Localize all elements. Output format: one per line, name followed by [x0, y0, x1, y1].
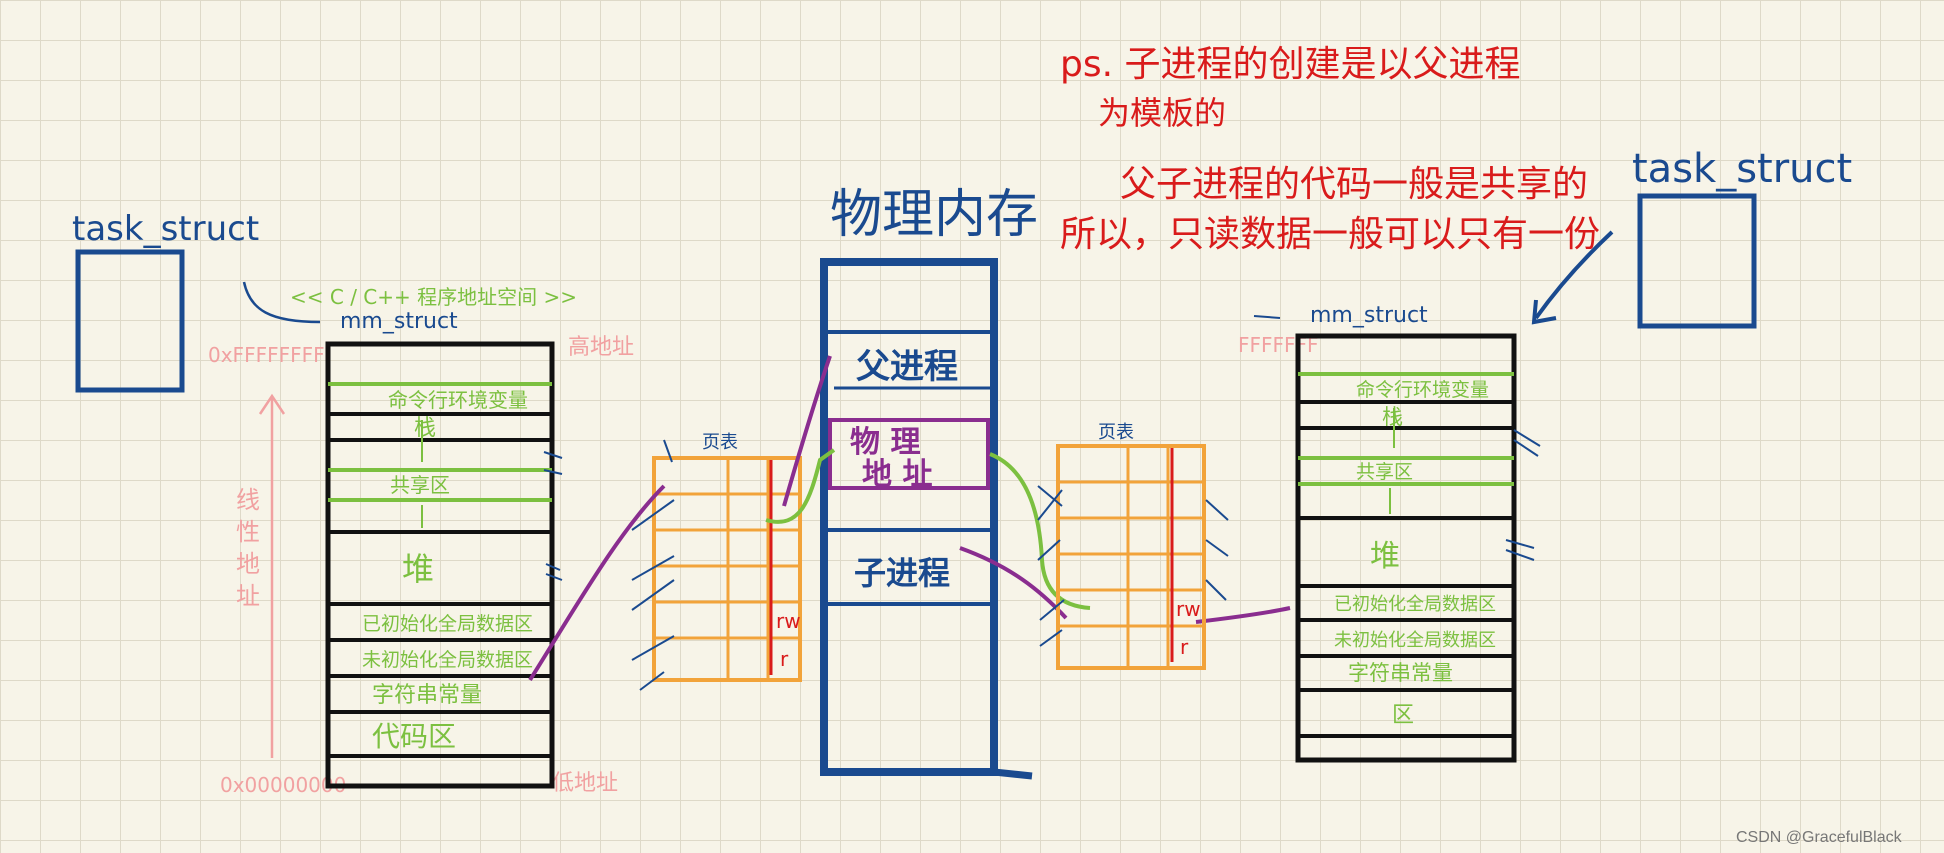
left-high-addr-label: 高地址 [568, 335, 634, 360]
right-seg-const: 字符串常量 [1348, 661, 1453, 685]
note-line-3: 父子进程的代码一般是共享的 [1120, 164, 1588, 205]
right-task-struct-box [1637, 193, 1757, 329]
left-address-space-box [325, 341, 555, 789]
right-address-space: 命令行环境变量 栈 共享区 堆 已初始化全局数据区 未初始化全局数据区 字符串常… [1295, 333, 1541, 763]
left-perm-r: r [780, 647, 789, 671]
right-seg-env: 命令行环境变量 [1356, 379, 1489, 401]
right-page-table-box [1056, 444, 1206, 670]
right-seg-init-data: 已初始化全局数据区 [1334, 594, 1496, 615]
right-task-struct-pointer [1534, 230, 1614, 320]
left-page-table-scribble [631, 439, 675, 691]
left-page-table-title: 页表 [702, 432, 738, 453]
right-mm-struct-label: mm_struct [1310, 303, 1428, 328]
left-to-table-mapping [528, 484, 666, 682]
right-seg-shared: 共享区 [1356, 461, 1413, 483]
linear-addr-arrow-head [258, 393, 286, 415]
physical-address-line2: 地 址 [862, 457, 932, 492]
left-address-space-title: << C / C++ 程序地址空间 >> [290, 285, 577, 309]
left-mm-pointer-arrow [242, 281, 321, 324]
left-page-table: 页表 rw r [631, 432, 802, 691]
linear-addr-char-3: 地 [236, 550, 260, 578]
left-high-addr-value: 0xFFFFFFFF [208, 343, 325, 367]
linear-addr-char-1: 线 [236, 486, 260, 514]
watermark: CSDN @GracefulBlack [1736, 829, 1903, 846]
left-task-struct-box [75, 249, 185, 393]
physical-address-line1: 物 理 [850, 425, 920, 460]
left-perm-rw: rw [776, 609, 801, 633]
linear-addr-char-4: 址 [236, 582, 260, 610]
left-low-addr-value: 0x00000000 [220, 773, 346, 797]
right-table-to-space-mapping [1195, 606, 1291, 624]
right-page-table: 页表 rw r [1037, 422, 1229, 670]
left-seg-shared: 共享区 [390, 473, 450, 497]
right-perm-rw: rw [1176, 597, 1201, 621]
left-seg-heap: 堆 [402, 550, 434, 588]
linear-addr-char-2: 性 [236, 518, 260, 546]
left-seg-init-data: 已初始化全局数据区 [362, 613, 533, 635]
note-line-4: 所以，只读数据一般可以只有一份 [1060, 214, 1600, 255]
left-address-space: 命令行环境变量 栈 共享区 堆 已初始化全局数据区 未初始化全局数据区 字符串常… [325, 341, 563, 789]
child-process-label: 子进程 [854, 554, 950, 592]
right-task-struct-label: task_struct [1632, 146, 1852, 192]
left-table-to-parent-mapping [782, 355, 832, 507]
left-seg-const: 字符串常量 [372, 683, 482, 708]
left-seg-stack: 栈 [414, 416, 436, 441]
left-low-addr-label: 低地址 [552, 771, 618, 796]
child-to-right-table-mapping [959, 546, 1068, 620]
left-seg-code: 代码区 [372, 720, 456, 753]
right-seg-code: 区 [1392, 703, 1414, 728]
left-mm-struct-label: mm_struct [340, 309, 458, 334]
physical-memory: 父进程 物 理 地 址 子进程 [820, 258, 1033, 780]
left-seg-env: 命令行环境变量 [388, 388, 528, 412]
right-address-space-box [1295, 333, 1517, 763]
physical-memory-box [820, 258, 998, 776]
left-table-to-physical-green [765, 448, 836, 524]
right-page-table-title: 页表 [1098, 422, 1134, 443]
note-line-1: ps. 子进程的创建是以父进程 [1060, 44, 1521, 85]
right-seg-stack: 栈 [1382, 405, 1403, 429]
physical-memory-title: 物理内存 [830, 185, 1038, 245]
right-table-to-physical-green [989, 452, 1091, 610]
right-seg-uninit-data: 未初始化全局数据区 [1334, 630, 1496, 651]
right-perm-r: r [1180, 635, 1189, 659]
right-seg-heap: 堆 [1370, 539, 1400, 574]
left-task-struct-label: task_struct [72, 209, 259, 249]
note-line-2: 为模板的 [1098, 94, 1226, 132]
left-seg-uninit-data: 未初始化全局数据区 [362, 649, 533, 671]
right-page-table-scribble [1037, 485, 1229, 647]
parent-process-label: 父进程 [856, 347, 958, 387]
